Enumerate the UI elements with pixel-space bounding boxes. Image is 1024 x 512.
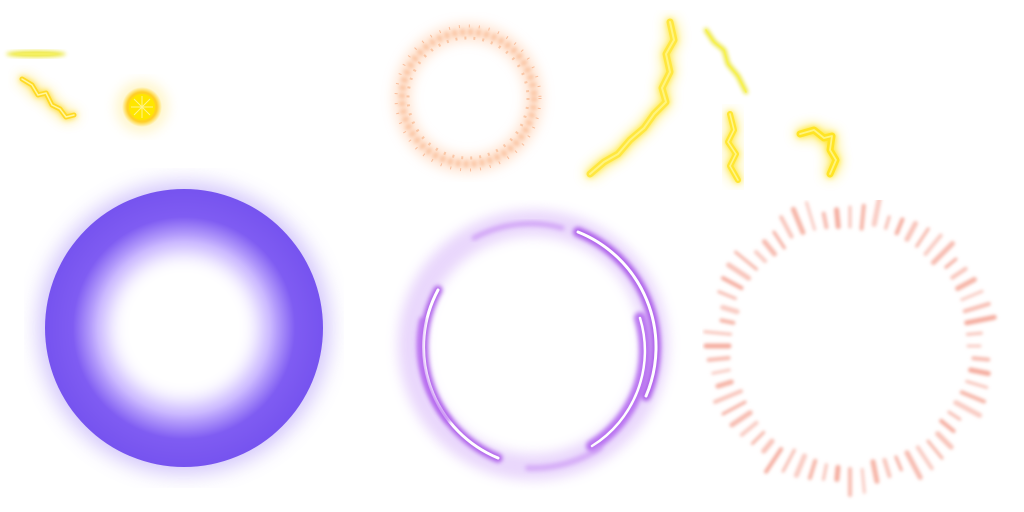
- spike-ray: [761, 239, 777, 257]
- spike-ray: [915, 445, 934, 471]
- spike-ray: [715, 379, 734, 389]
- spike-ray: [894, 217, 905, 236]
- spike-ray: [904, 450, 923, 480]
- spike-ray: [706, 356, 731, 362]
- spike-ray: [713, 389, 743, 404]
- spike-ray: [834, 464, 841, 482]
- spike-ray: [960, 289, 984, 302]
- spike-ray: [930, 241, 955, 266]
- spike-ray: [779, 215, 794, 239]
- yellow-streak-thin-sprite: [0, 40, 80, 68]
- spike-ray: [926, 439, 944, 460]
- spike-ray: [772, 230, 786, 250]
- spike-ray: [894, 455, 903, 472]
- yellow-lightning-zigzag-sprite: [780, 112, 860, 192]
- spike-ray: [805, 201, 817, 231]
- yellow-lightning-bolt-vertical-sprite: [706, 104, 766, 190]
- spike-ray: [729, 410, 753, 428]
- spike-ray: [904, 220, 918, 242]
- spike-ray: [807, 458, 818, 481]
- spike-ray: [711, 368, 731, 375]
- spike-ray: [953, 400, 983, 418]
- spike-ray: [717, 290, 737, 300]
- spike-ray: [965, 331, 983, 336]
- spike-ray: [968, 367, 991, 376]
- spike-ray: [790, 206, 806, 235]
- spike-ray: [726, 262, 752, 281]
- spike-ray: [871, 200, 882, 227]
- spike-ray: [915, 227, 930, 248]
- spike-ray: [781, 448, 796, 473]
- spike-ray: [734, 250, 758, 271]
- spike-ray: [971, 356, 991, 362]
- yellow-spark-orb-sprite: [104, 74, 180, 140]
- spike-ray: [965, 379, 989, 389]
- yellow-lightning-bolt-small-sprite: [696, 20, 766, 104]
- spike-ray: [764, 447, 784, 474]
- spike-ray: [721, 276, 744, 290]
- spike-ray: [703, 330, 733, 336]
- spike-ray: [721, 400, 747, 416]
- spike-ray: [754, 250, 768, 264]
- spike-ray: [719, 318, 736, 325]
- spike-ray: [882, 457, 892, 479]
- salmon-spike-burst-ring-sprite: [702, 200, 1002, 500]
- spike-ray: [944, 257, 958, 269]
- yellow-lightning-bolt-long-sprite: [570, 10, 700, 190]
- spike-ray: [870, 459, 880, 484]
- spike-ray: [834, 207, 841, 230]
- spike-ray: [959, 390, 986, 404]
- spike-ray: [947, 410, 962, 421]
- spike-ray: [884, 215, 891, 230]
- spike-ray: [955, 277, 977, 291]
- spike-ray: [962, 301, 991, 314]
- spike-ray: [793, 453, 807, 478]
- spike-ray: [964, 314, 997, 326]
- spike-ray: [761, 438, 775, 454]
- yellow-lightning-squiggle-sprite: [8, 65, 98, 135]
- spike-ray: [935, 431, 954, 450]
- purple-glow-ring-sprite: [24, 168, 344, 488]
- spike-ray: [720, 304, 740, 315]
- spike-ray: [750, 430, 766, 446]
- spike-ray: [822, 463, 828, 481]
- spike-ray: [821, 211, 829, 230]
- spike-ray: [923, 233, 943, 256]
- spike-ray: [859, 203, 866, 231]
- violet-swirl-ring-sprite: [378, 200, 688, 490]
- spike-ray: [950, 266, 968, 280]
- spike-ray: [739, 420, 759, 437]
- spike-ray: [860, 467, 866, 494]
- spike-ray: [939, 418, 956, 433]
- orange-sparkle-ring-sprite: [378, 12, 558, 182]
